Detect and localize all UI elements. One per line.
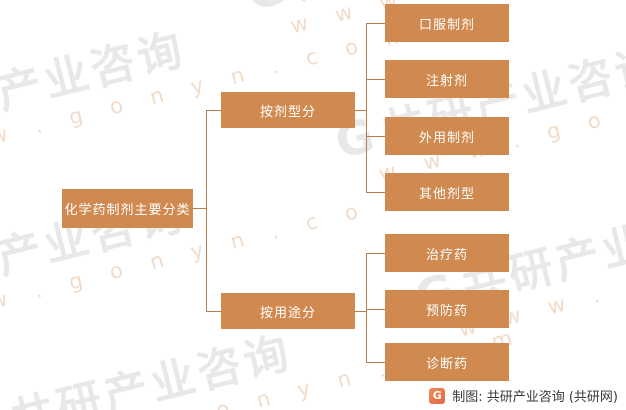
connector-line xyxy=(193,208,206,209)
connector-line xyxy=(366,253,367,362)
root-node: 化学药制剂主要分类 xyxy=(62,189,193,228)
connector-line xyxy=(355,110,366,111)
footer-credit: G 制图: 共研产业咨询 (共研网) xyxy=(429,386,618,405)
connector-line xyxy=(366,23,385,24)
connector-line xyxy=(366,23,367,192)
watermark-tile: G 共研产业咨询 w w w . g o n y n . c o m xyxy=(0,0,419,180)
leaf-node-other-dosage-forms: 其他剂型 xyxy=(385,173,509,211)
watermark-website: w w w . g o n y n . c o m xyxy=(376,35,626,187)
leaf-node-injection: 注射剂 xyxy=(385,60,509,98)
watermark-brand-icon: G xyxy=(241,0,291,21)
leaf-node-preventive-drug: 预防药 xyxy=(385,290,509,328)
connector-line xyxy=(366,253,385,254)
connector-line xyxy=(366,192,385,193)
leaf-node-external-preparation: 外用制剂 xyxy=(385,117,509,155)
connector-line xyxy=(366,136,385,137)
branch-node-by-dosage-form: 按剂型分 xyxy=(221,92,355,128)
connector-line xyxy=(206,110,221,111)
connector-line xyxy=(206,311,221,312)
credit-text: 制图: 共研产业咨询 (共研网) xyxy=(452,390,618,405)
branch-node-by-use: 按用途分 xyxy=(221,293,355,329)
connector-line xyxy=(206,110,207,311)
connector-line xyxy=(366,79,385,80)
connector-line xyxy=(355,311,366,312)
connector-line xyxy=(366,362,385,363)
watermark-company: 共研产业咨询 xyxy=(5,326,298,410)
watermark-brand-icon: G xyxy=(0,396,8,410)
leaf-node-oral-preparation: 口服制剂 xyxy=(385,4,509,42)
leaf-node-diagnostic-drug: 诊断药 xyxy=(385,343,509,381)
watermark-company: 共研产业咨询 xyxy=(0,23,191,143)
leaf-node-therapeutic-drug: 治疗药 xyxy=(385,234,509,272)
gonyn-logo-icon: G xyxy=(429,387,446,404)
connector-line xyxy=(366,309,385,310)
watermark-website: w w w . g o n y n . c o m xyxy=(0,20,419,172)
